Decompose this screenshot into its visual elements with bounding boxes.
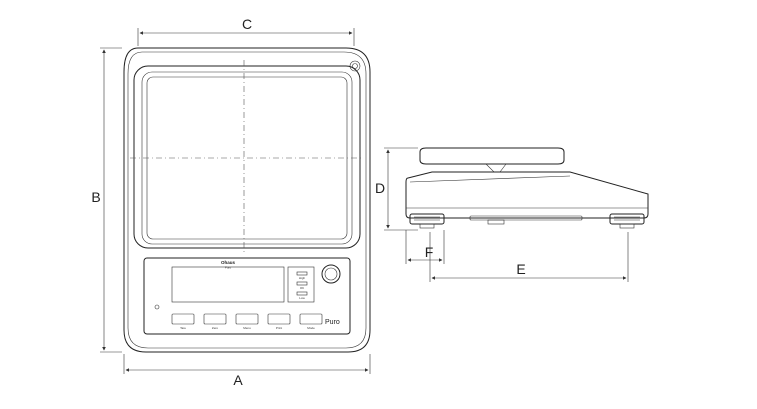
indicator-low: Low <box>299 296 305 300</box>
dimension-f: F <box>405 230 445 264</box>
model-name: Puro <box>325 319 340 326</box>
dimension-b: B <box>91 47 122 353</box>
dimension-e: E <box>429 232 629 282</box>
svg-text:Zero: Zero <box>212 326 219 330</box>
power-button-icon <box>321 264 341 284</box>
right-foot <box>609 213 645 225</box>
dimension-c-label: C <box>242 16 252 32</box>
brand-label: Ohaus <box>221 260 236 265</box>
dimension-d-label: D <box>375 180 385 196</box>
svg-text:Tare: Tare <box>180 326 186 330</box>
keypad: Tare Zero Menu Print Mode <box>171 313 323 330</box>
top-view: Ohaus Puro High OK Low Tare Zero Menu Pr… <box>123 47 371 353</box>
dimension-f-label: F <box>425 244 434 260</box>
lcd-display <box>171 266 285 303</box>
dimension-c: C <box>137 16 355 46</box>
svg-text:Mode: Mode <box>307 326 315 330</box>
key-menu <box>235 313 259 325</box>
key-mode <box>299 313 323 325</box>
scale-body-inner-outline <box>127 51 367 349</box>
level-indicator-icon <box>349 60 361 72</box>
dimension-e-label: E <box>516 261 525 277</box>
key-print <box>267 313 291 325</box>
svg-text:Menu: Menu <box>243 326 251 330</box>
sensor-dot-icon <box>154 304 160 310</box>
side-pan <box>419 147 565 165</box>
dimension-d: D <box>375 147 418 231</box>
svg-text:Print: Print <box>276 326 282 330</box>
dimension-a-label: A <box>233 372 243 388</box>
scale-body-outline <box>123 47 371 353</box>
control-panel <box>143 257 351 335</box>
dimension-a: A <box>123 354 371 388</box>
side-body <box>405 171 649 219</box>
dimension-b-label: B <box>91 189 100 205</box>
weighing-pan-outer <box>133 65 361 249</box>
key-zero <box>203 313 227 325</box>
model-sub-label: Puro <box>225 266 232 270</box>
left-foot <box>409 213 445 225</box>
indicator-ok: OK <box>300 286 304 290</box>
key-tare <box>171 313 195 325</box>
side-view <box>405 147 649 229</box>
indicator-high: High <box>299 276 306 280</box>
